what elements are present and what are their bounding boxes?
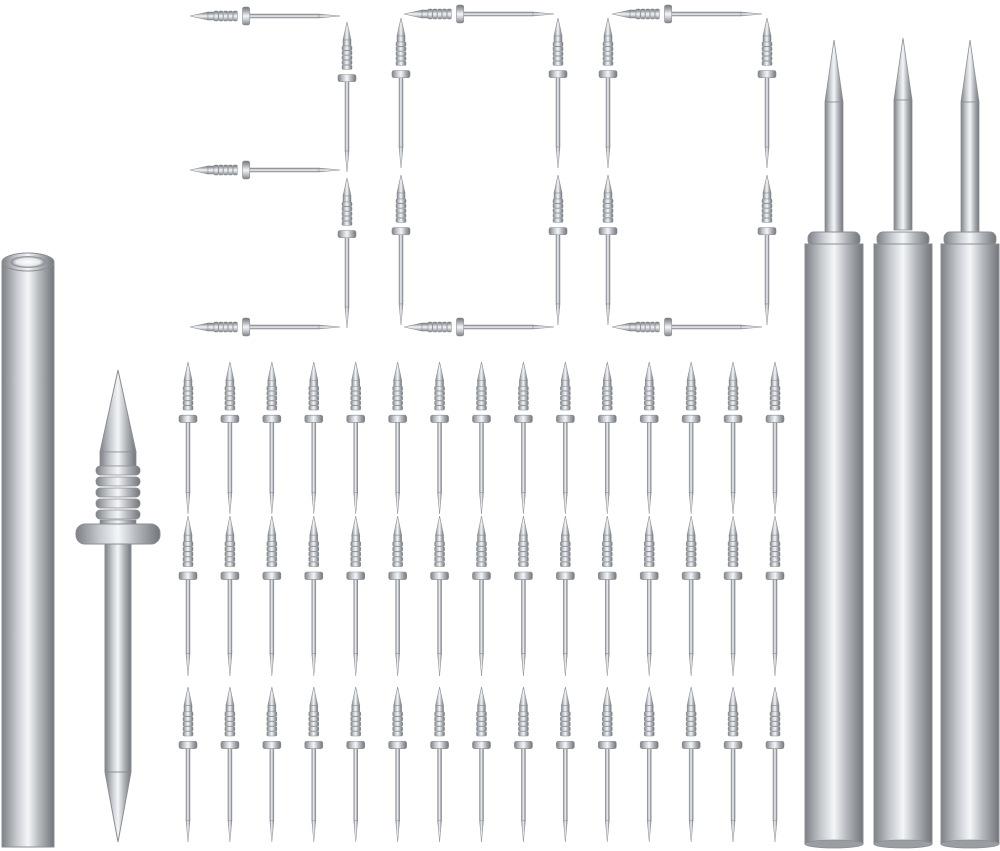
digit-0-pin: [548, 174, 568, 326]
digit-0-pin: [391, 174, 411, 326]
small-pin: [597, 361, 617, 515]
small-pin: [304, 515, 324, 677]
digit-0-pin: [548, 17, 568, 169]
setter-tool: [940, 39, 1000, 849]
small-pin: [723, 686, 743, 843]
small-pin: [430, 361, 449, 515]
small-pin: [472, 686, 491, 843]
small-pin: [514, 515, 533, 677]
magnified-pin: [75, 369, 161, 843]
digit-0-pin: [757, 17, 777, 169]
small-pin: [723, 361, 743, 515]
small-pin: [681, 361, 701, 515]
small-pin: [262, 515, 282, 677]
small-pin: [346, 686, 366, 843]
small-pin: [597, 515, 617, 677]
small-pin: [597, 686, 617, 843]
small-pin: [262, 361, 282, 515]
tools-group: [1, 37, 1000, 849]
small-pin: [556, 686, 575, 843]
digit-0-pin: [611, 4, 763, 24]
small-pin: [430, 515, 449, 677]
small-pin: [346, 515, 366, 677]
digit-0-pin: [598, 174, 618, 326]
digit-pins-group: [189, 4, 777, 337]
hollow-tube: [1, 252, 55, 848]
small-pin: [765, 686, 785, 843]
digit-3-pin: [189, 317, 341, 337]
digit-0-pin: [403, 317, 555, 337]
small-pin: [765, 515, 785, 677]
digit-0-pin: [598, 17, 618, 169]
small-pin: [639, 361, 659, 515]
small-pin: [681, 515, 701, 677]
digit-0-pin: [757, 174, 777, 326]
digit-3-pin: [189, 6, 341, 26]
small-pin: [472, 361, 491, 515]
setter-tool: [873, 37, 933, 849]
small-pin: [556, 361, 575, 515]
small-pin: [220, 686, 240, 843]
small-pin: [514, 361, 533, 515]
small-pin: [346, 361, 366, 515]
small-pin: [178, 686, 198, 843]
small-pin: [472, 515, 491, 677]
digit-0-pin: [403, 4, 555, 24]
small-pin: [178, 515, 198, 677]
small-pin: [388, 515, 407, 677]
setter-tool: [804, 39, 864, 849]
small-pin: [639, 686, 659, 843]
digit-0-pin: [391, 17, 411, 169]
small-pin: [304, 361, 324, 515]
small-pin: [178, 361, 198, 515]
small-pin: [220, 361, 240, 515]
small-pin: [388, 361, 407, 515]
small-pin: [220, 515, 240, 677]
small-pin: [765, 361, 785, 515]
digit-0-pin: [611, 317, 763, 337]
small-pin: [723, 515, 743, 677]
pin-grid-group: [178, 361, 785, 843]
small-pin: [639, 515, 659, 677]
small-pin: [262, 686, 282, 843]
small-pin: [681, 686, 701, 843]
small-pin: [430, 686, 449, 843]
small-pin: [514, 686, 533, 843]
small-pin: [388, 686, 407, 843]
digit-3-pin: [337, 177, 357, 329]
digit-3-pin: [337, 21, 357, 173]
small-pin: [304, 686, 324, 843]
digit-3-pin: [189, 160, 341, 180]
small-pin: [556, 515, 575, 677]
